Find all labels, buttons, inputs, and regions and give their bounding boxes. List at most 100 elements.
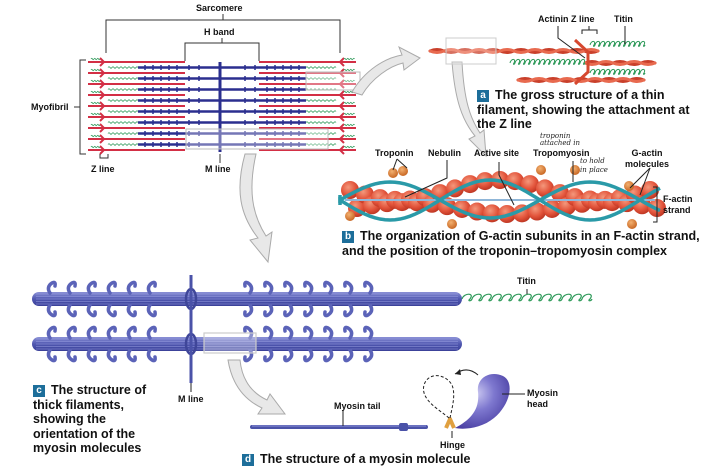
thick-filament-illustration [32,275,593,383]
titin-strand [305,121,337,124]
myosin-head-projection [66,280,77,295]
myosin-head-projection [46,348,57,363]
troponin-complex [345,211,355,221]
myosin-head-projection [126,348,137,363]
titin-strand [305,143,337,146]
tropomyosin-strand [338,180,661,220]
arrow-to-panel-b [451,61,487,158]
actin-strand [583,60,657,66]
sarcomere-bracket [105,14,341,53]
titin-strand [107,143,139,146]
actinin-z-disc [573,38,590,86]
myosin-head-projection [66,348,77,363]
titin-strand [90,79,101,83]
titin-strand [90,145,101,149]
label-tropomyosin: Tropomyosin [533,148,590,158]
g-actin-bead [521,175,539,194]
titin-strand [305,66,337,69]
label-active-site: Active site [474,148,520,158]
arrow-to-panel-a [351,45,421,96]
titin-strand [343,57,355,61]
titin-strand [107,66,139,69]
titin-strand [90,112,101,116]
z-disc [338,123,345,133]
titin-strand [305,110,337,113]
titin-strand [343,68,355,72]
myosin-head-projection [283,325,294,340]
label-m-line: M line [205,164,231,174]
myosin-head-projection [86,348,97,363]
myosin-hinge [444,417,456,429]
z-disc [99,101,106,111]
caption-d-text: The structure of a myosin molecule [260,452,471,466]
caption-a-text: The gross structure of a thin filament, … [477,88,690,131]
titin-strand [343,134,355,138]
troponin-complex [624,181,634,191]
myosin-head-projection [46,325,57,340]
myosin-head-projection [323,325,334,340]
titin-strand [343,101,355,105]
panel-b-pointers [392,158,658,223]
myosin-head-projection [363,303,374,318]
titin-strand [107,99,139,102]
f-actin-strand-illustration [338,165,666,229]
myosin-head-projection [66,303,77,318]
myosin-head-projection [106,303,117,318]
actin-strand [428,48,600,54]
z-disc [99,68,106,78]
myosin-head-projection [323,280,334,295]
myosin-head-projection [363,325,374,340]
myosin-tail-joint [399,423,408,431]
handwritten-note-4: in place [580,166,608,174]
myosin-head-projection [146,280,157,295]
myosin-head-projection [303,348,314,363]
z-disc [338,134,345,144]
label-g-actin: G-actin molecules [624,148,670,169]
myosin-head-projection [343,280,354,295]
titin-strand [343,145,355,149]
badge-c: c [33,385,45,397]
titin-strand [107,121,139,124]
label-myofibril: Myofibril [31,102,69,112]
myosin-head-projection [46,280,57,295]
arrow-to-panel-c [239,153,273,264]
myosin-head-projection [106,348,117,363]
label-titin-c: Titin [517,276,536,286]
myosin-molecule-illustration [250,369,525,438]
zoom-box-actin [445,37,497,65]
titin-strand [90,68,101,72]
myosin-head-projection [303,280,314,295]
label-f-actin: F-actin strand [663,194,693,215]
z-disc [338,101,345,111]
myosin-head-projection [243,303,254,318]
z-disc [99,123,106,133]
label-myosin-tail: Myosin tail [334,401,381,411]
myosin-head-projection [323,348,334,363]
zoom-box-thin [305,71,361,91]
z-disc [338,79,345,89]
titin-strand [343,112,355,116]
g-actin-bead [641,181,659,199]
myosin-head-projection [363,348,374,363]
myosin-head-projection [126,280,137,295]
titin-strand [90,123,101,127]
troponin-complex [388,168,398,178]
h-band-bracket [184,38,260,61]
myosin-head-projection [106,325,117,340]
titin-strand [343,123,355,127]
z-disc [338,145,345,155]
troponin-complex [627,219,637,229]
thin-filament-illustration [428,38,657,86]
myosin-head-projection [126,303,137,318]
handwritten-note-1: troponin [540,132,571,140]
titin-strand [107,132,139,135]
label-m-line-c: M line [178,394,204,404]
myosin-head-projection [303,303,314,318]
titin-strand [90,134,101,138]
myosin-head-projection [66,325,77,340]
titin-coil [461,293,593,302]
